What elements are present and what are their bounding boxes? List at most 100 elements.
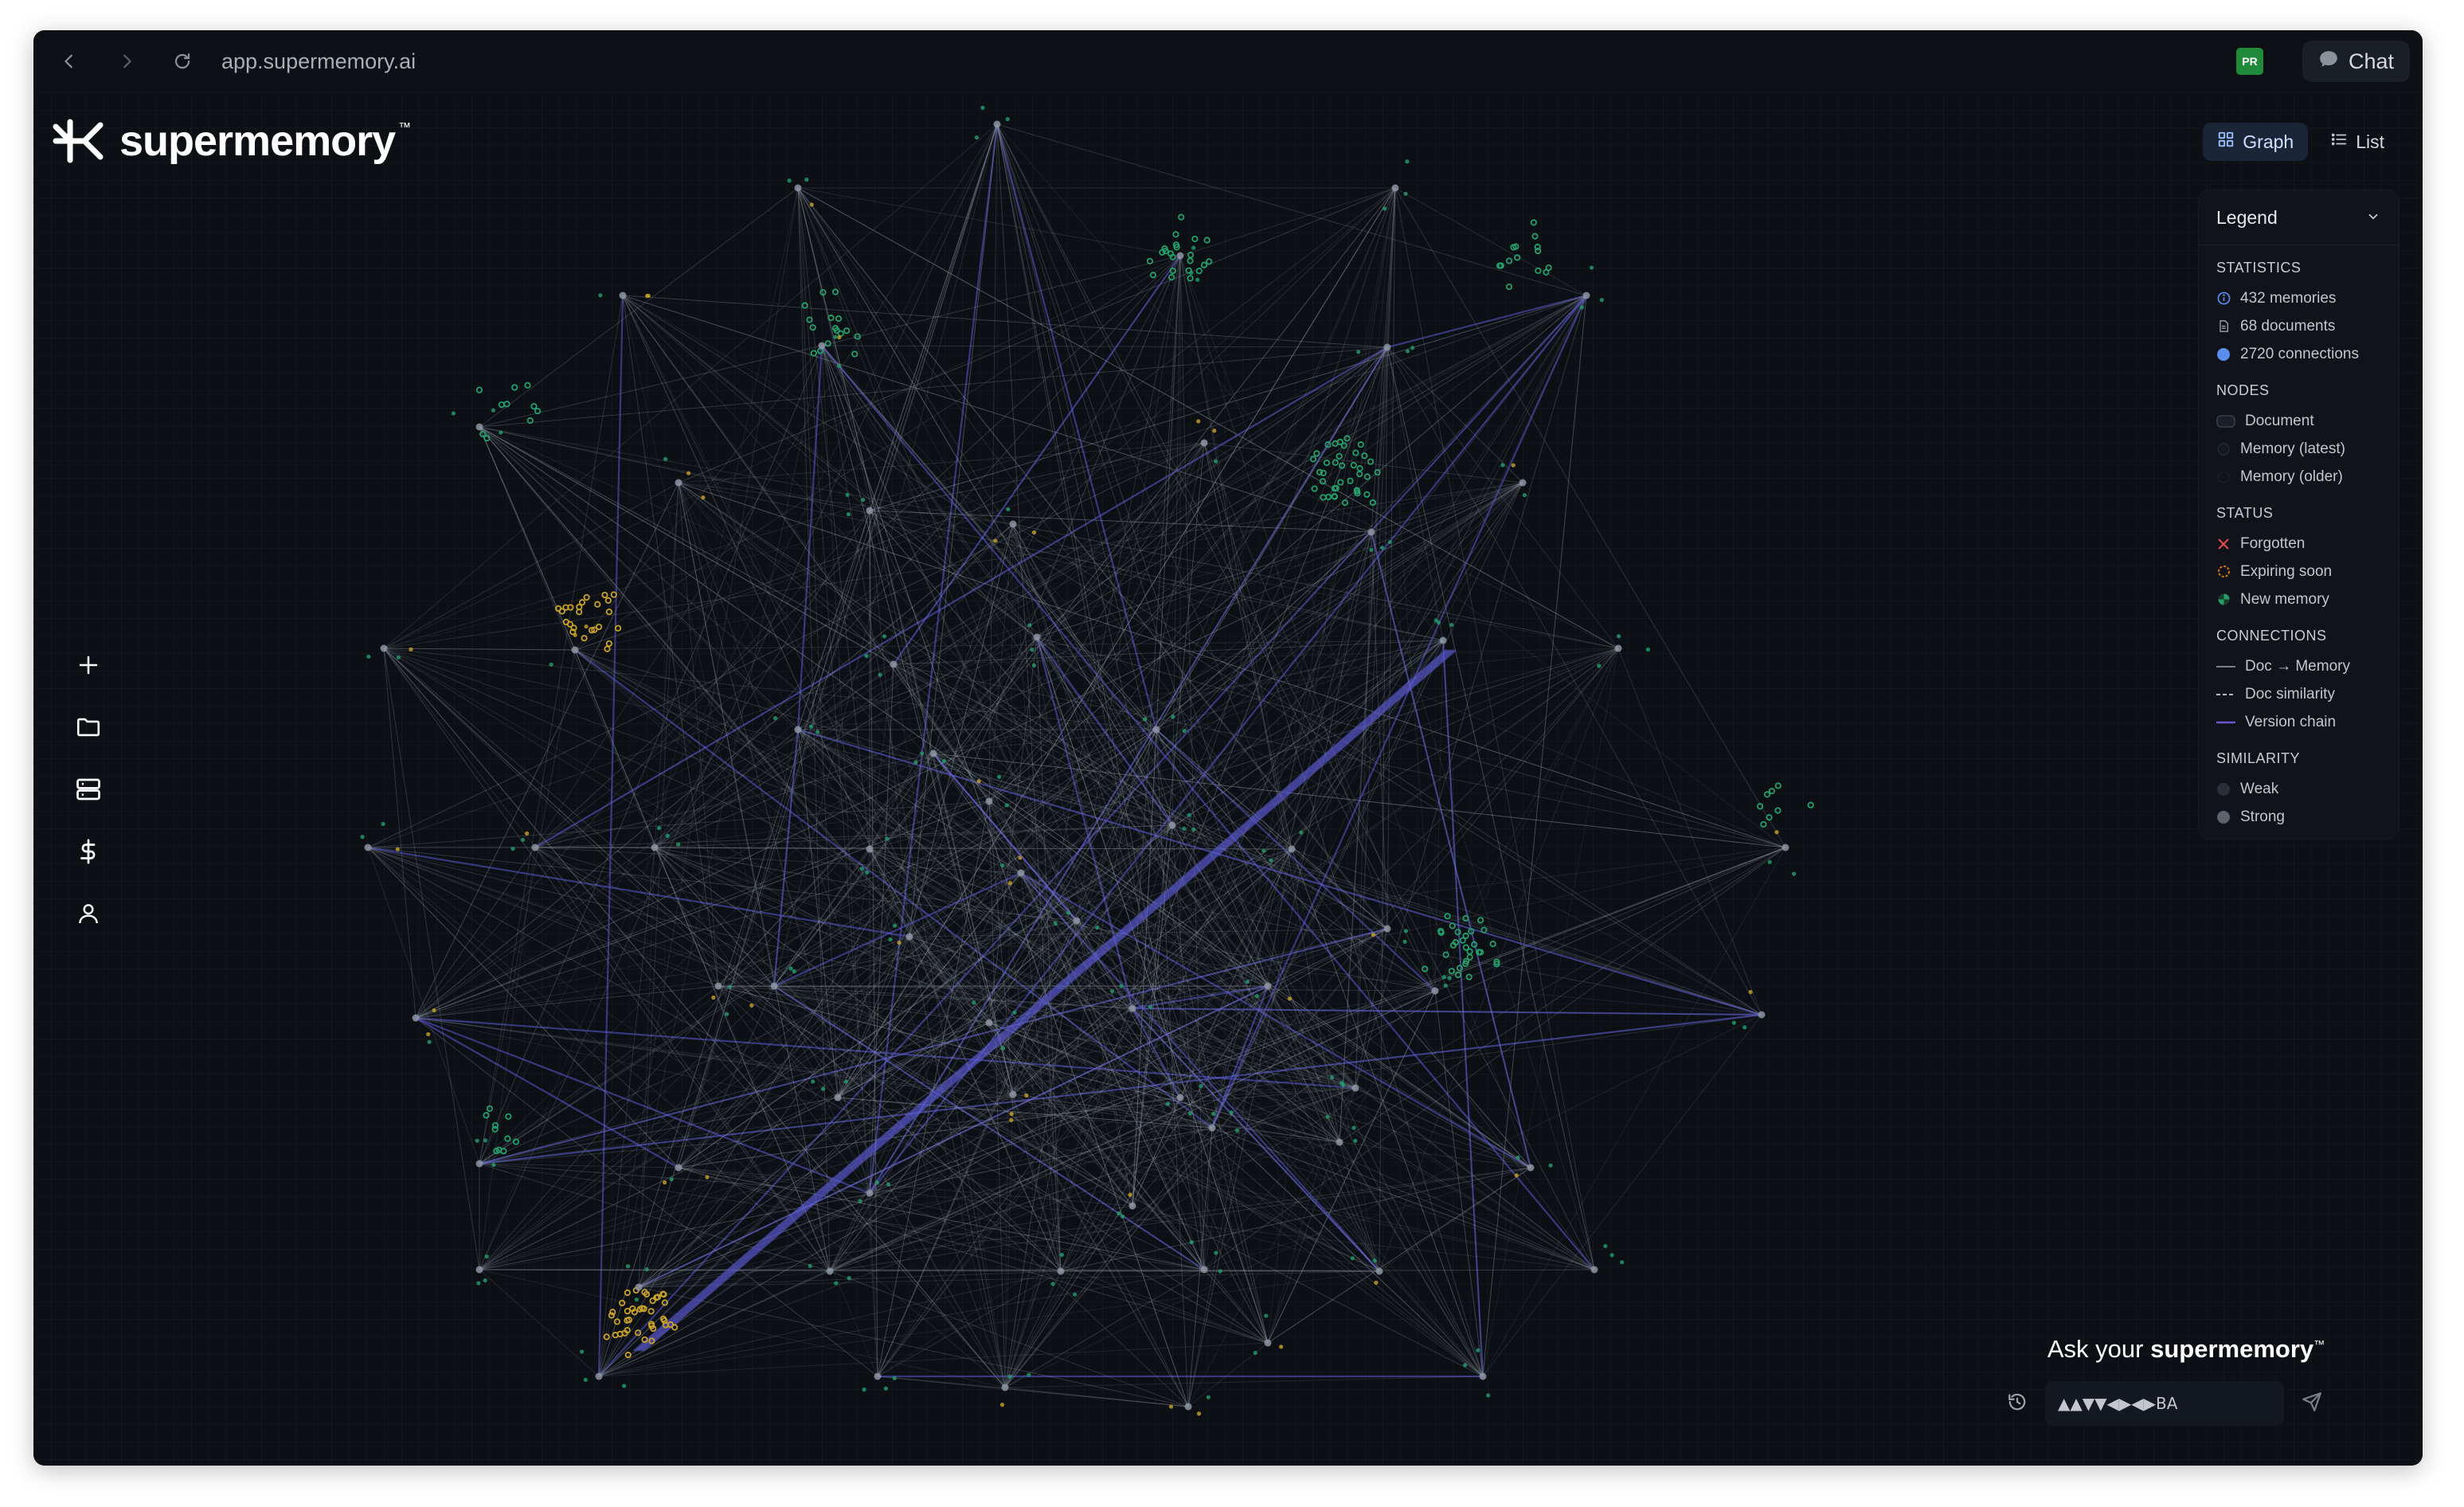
memory-node[interactable] (641, 1336, 648, 1344)
add-button[interactable] (72, 650, 105, 683)
memory-node[interactable] (1471, 941, 1478, 948)
memory-node[interactable] (1323, 459, 1331, 467)
memory-node[interactable] (1196, 1411, 1202, 1416)
memory-node[interactable] (1325, 1114, 1330, 1119)
memory-node[interactable] (504, 1135, 511, 1142)
memory-node[interactable] (1597, 663, 1602, 668)
memory-node[interactable] (725, 1012, 729, 1016)
memory-node[interactable] (1516, 1155, 1520, 1160)
profile-button[interactable] (72, 898, 105, 932)
document-node[interactable] (993, 120, 1001, 128)
memory-node[interactable] (381, 821, 385, 827)
document-node[interactable] (1176, 1094, 1184, 1102)
graph-view-button[interactable]: Graph (2203, 123, 2309, 161)
memory-node[interactable] (1791, 871, 1797, 876)
memory-node[interactable] (613, 1318, 620, 1325)
memory-node[interactable] (1437, 929, 1445, 936)
document-node[interactable] (1336, 1138, 1343, 1146)
memory-node[interactable] (614, 624, 622, 632)
memory-node[interactable] (1357, 441, 1364, 448)
document-node[interactable] (866, 507, 874, 515)
memory-node[interactable] (1405, 159, 1410, 164)
memory-node[interactable] (1402, 939, 1407, 944)
memory-node[interactable] (1410, 346, 1415, 350)
memory-node[interactable] (1030, 648, 1034, 652)
memory-node[interactable] (1579, 305, 1584, 310)
memory-node[interactable] (503, 401, 510, 408)
memory-node[interactable] (834, 1281, 839, 1286)
memory-node[interactable] (1264, 1313, 1269, 1318)
memory-node[interactable] (1053, 921, 1058, 926)
memory-node[interactable] (583, 593, 590, 601)
document-node[interactable] (1033, 633, 1041, 641)
memory-node[interactable] (1405, 349, 1410, 354)
memory-node[interactable] (1353, 1138, 1358, 1143)
memory-node[interactable] (483, 1138, 488, 1143)
document-node[interactable] (866, 1189, 874, 1197)
memory-node[interactable] (1119, 984, 1124, 988)
document-node[interactable] (1479, 1372, 1487, 1380)
document-node[interactable] (651, 844, 659, 851)
memory-node[interactable] (1449, 922, 1456, 930)
memory-node[interactable] (854, 333, 861, 340)
memory-node[interactable] (1486, 1393, 1491, 1398)
memory-node[interactable] (640, 1305, 647, 1313)
memory-node[interactable] (1168, 1404, 1174, 1409)
memory-node[interactable] (1444, 913, 1451, 920)
memory-node[interactable] (859, 866, 865, 871)
memory-node[interactable] (530, 403, 538, 410)
memory-node[interactable] (974, 135, 980, 140)
memory-node[interactable] (851, 350, 858, 358)
folder-button[interactable] (72, 712, 105, 746)
memory-node[interactable] (676, 842, 681, 847)
memory-node[interactable] (524, 382, 531, 389)
memory-node[interactable] (1004, 803, 1009, 808)
document-node[interactable] (826, 1267, 834, 1275)
memory-node[interactable] (629, 1305, 636, 1313)
memory-node[interactable] (1442, 951, 1449, 958)
memory-node[interactable] (1178, 213, 1185, 221)
memory-node[interactable] (1511, 463, 1516, 468)
memory-node[interactable] (649, 1298, 656, 1305)
memory-node[interactable] (1477, 949, 1484, 956)
memory-node[interactable] (1361, 452, 1368, 460)
memory-node[interactable] (491, 1121, 499, 1129)
memory-node[interactable] (621, 1329, 628, 1337)
document-node[interactable] (1184, 1403, 1192, 1411)
memory-node[interactable] (1189, 1239, 1194, 1245)
memory-node[interactable] (498, 401, 505, 409)
document-node[interactable] (1208, 1124, 1216, 1132)
memory-node[interactable] (1531, 233, 1539, 240)
memory-node[interactable] (625, 1264, 631, 1269)
memory-node[interactable] (526, 417, 534, 425)
memory-node[interactable] (1510, 244, 1517, 251)
document-node[interactable] (1009, 1090, 1017, 1098)
memory-node[interactable] (484, 1254, 489, 1259)
memory-node[interactable] (1337, 479, 1344, 486)
memory-node[interactable] (1748, 989, 1753, 995)
memory-node[interactable] (451, 411, 456, 416)
memory-node[interactable] (1148, 1004, 1153, 1009)
memory-node[interactable] (1766, 814, 1773, 821)
memory-node[interactable] (727, 984, 733, 989)
memory-node[interactable] (1319, 478, 1327, 485)
memory-node[interactable] (1548, 1163, 1553, 1168)
memory-node[interactable] (624, 1308, 631, 1315)
memory-node[interactable] (591, 626, 598, 633)
memory-node[interactable] (610, 591, 617, 598)
document-node[interactable] (1264, 1339, 1272, 1347)
document-node[interactable] (1519, 479, 1527, 487)
document-node[interactable] (571, 646, 579, 654)
memory-node[interactable] (1383, 206, 1387, 211)
memory-node[interactable] (1214, 1251, 1218, 1255)
document-node[interactable] (412, 1014, 420, 1022)
memory-node[interactable] (1191, 827, 1196, 832)
memory-node[interactable] (686, 471, 691, 476)
memory-node[interactable] (583, 1377, 588, 1382)
memory-node[interactable] (827, 314, 835, 322)
memory-node[interactable] (1187, 252, 1195, 259)
memory-node[interactable] (1354, 487, 1361, 495)
memory-node[interactable] (646, 293, 651, 298)
document-node[interactable] (1057, 1267, 1065, 1275)
memory-node[interactable] (1149, 272, 1157, 279)
